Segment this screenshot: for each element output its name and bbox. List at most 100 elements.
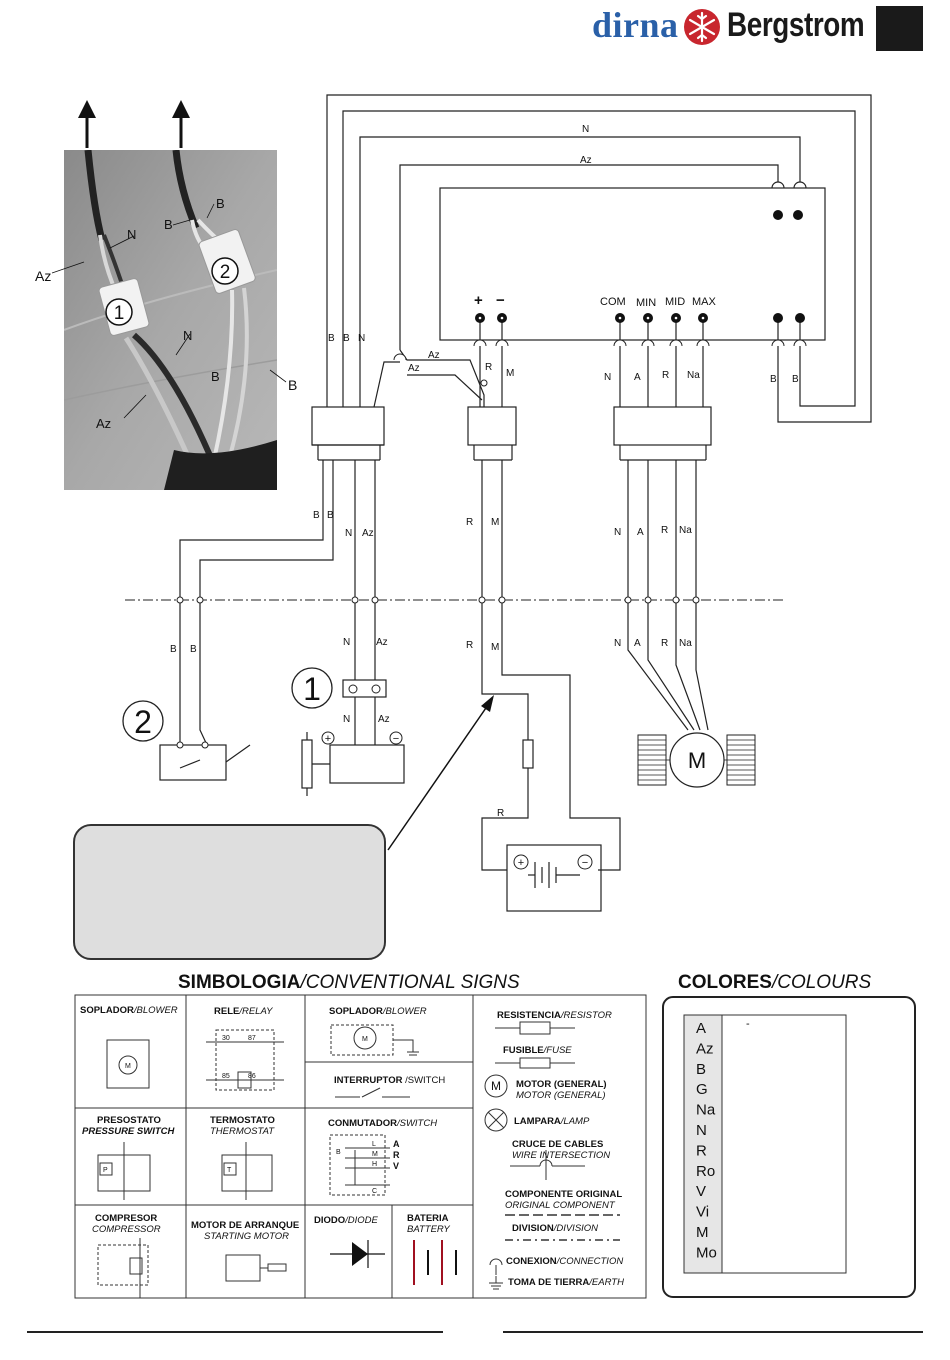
- lower-label-b2: B: [327, 510, 334, 521]
- below-label-m: M: [491, 642, 499, 653]
- colour-code: M: [696, 1224, 709, 1241]
- photo-label-b-bottom-mid: B: [211, 369, 220, 384]
- tierra-label-en: /EARTH: [588, 1277, 624, 1288]
- svg-text:RESISTENCIA/RESISTOR: RESISTENCIA/RESISTOR: [497, 1010, 612, 1021]
- motor-general-m: M: [491, 1079, 501, 1093]
- diodo-label-es: DIODO: [314, 1215, 345, 1226]
- presostato-p: P: [103, 1167, 108, 1174]
- diodo-label-en: /DIODE: [344, 1215, 378, 1226]
- brand-dirna: dirna: [592, 5, 679, 45]
- presostato-label-en: PRESSURE SWITCH: [82, 1126, 176, 1137]
- conmutador-h: H: [372, 1161, 377, 1168]
- wire-label-n: N: [358, 333, 365, 344]
- blower1-m: M: [125, 1063, 131, 1070]
- page-corner-marker: [876, 6, 923, 51]
- compresor-label-es: COMPRESOR: [95, 1213, 157, 1224]
- svg-text:TOMA DE TIERRA/EARTH: TOMA DE TIERRA/EARTH: [508, 1277, 624, 1288]
- relay-label-es: RELE: [214, 1006, 239, 1017]
- svg-text:SOPLADOR/BLOWER: SOPLADOR/BLOWER: [329, 1006, 427, 1017]
- compresor-label-en: COMPRESSOR: [92, 1224, 161, 1235]
- svg-text:+: +: [325, 733, 331, 745]
- pointer-arrow-icon: [481, 695, 494, 712]
- colour-code: N: [696, 1122, 707, 1139]
- relay-86: 86: [248, 1073, 256, 1080]
- wire-label-az-top: Az: [580, 155, 592, 166]
- conexion-label-es: CONEXION: [506, 1256, 557, 1267]
- wire-label-n-top: N: [582, 124, 589, 135]
- wire-label-az-cross-2: Az: [408, 363, 420, 374]
- wire-label-b2: B: [343, 333, 350, 344]
- conmutador-m: M: [372, 1151, 378, 1158]
- symbology-title-italic: /CONVENTIONAL SIGNS: [300, 972, 520, 993]
- blower1-label-es: SOPLADOR: [80, 1005, 134, 1016]
- footer-line-right: [503, 1331, 923, 1333]
- wire-label-b1: B: [328, 333, 335, 344]
- cruce-label-es: CRUCE DE CABLES: [512, 1139, 603, 1150]
- photo-label-b-top-right: B: [216, 196, 225, 211]
- footer-line-left: [27, 1331, 443, 1333]
- colours-panel: [662, 996, 916, 1298]
- colours-title-bold: COLORES: [678, 972, 772, 993]
- fusible-label-es: FUSIBLE: [503, 1045, 544, 1056]
- snowflake-icon: [684, 9, 720, 45]
- motor-general-label-en: MOTOR (GENERAL): [516, 1090, 606, 1101]
- termostato-label-es: TERMOSTATO: [210, 1115, 275, 1126]
- colour-code: Az: [696, 1040, 714, 1057]
- below-label-n: N: [343, 637, 350, 648]
- terminal-min-label: MIN: [636, 297, 656, 309]
- colour-code: A: [696, 1020, 706, 1037]
- lower-label-az: Az: [362, 528, 374, 539]
- presostato-label-es: PRESOSTATO: [97, 1115, 161, 1126]
- conmutador-b: B: [336, 1149, 341, 1156]
- svg-text:INTERRUPTOR /SWITCH: INTERRUPTOR /SWITCH: [334, 1075, 445, 1086]
- photo-label-b-top-left: B: [164, 217, 173, 232]
- wire-label-fan-r: R: [662, 370, 669, 381]
- lower-label-fa: A: [637, 527, 644, 538]
- photo-label-az: Az: [35, 268, 51, 284]
- division-label-es: DIVISION: [512, 1223, 554, 1234]
- terminal-minus-label: −: [496, 292, 505, 309]
- motor-arranque-label-en: STARTING MOTOR: [204, 1231, 289, 1242]
- colours-title-italic: /COLOURS: [771, 972, 872, 993]
- symbology-title: SIMBOLOGIA/CONVENTIONAL SIGNS: [178, 972, 520, 994]
- bateria-label-es: BATERIA: [407, 1213, 449, 1224]
- up-arrow-icon: [78, 100, 190, 148]
- blower1-label-en: /BLOWER: [133, 1005, 178, 1016]
- wire-label-fan-n: N: [604, 372, 611, 383]
- photo-connector-2-label: 2: [220, 262, 231, 283]
- blower2-m: M: [362, 1036, 368, 1043]
- svg-text:−: −: [393, 733, 399, 745]
- termostato-t: T: [227, 1167, 232, 1174]
- relay-85: 85: [222, 1073, 230, 1080]
- battery-label-r: R: [497, 808, 504, 819]
- termostato-label-en: THERMOSTAT: [210, 1126, 275, 1137]
- resistencia-label-en: /RESISTOR: [560, 1010, 612, 1021]
- conmutador-a: A: [393, 1139, 400, 1149]
- connector-photo: 1 2 N B B N B Az: [64, 150, 277, 490]
- photo-label-az-bottom: Az: [96, 416, 111, 431]
- componente-label-en: ORIGINAL COMPONENT: [505, 1200, 616, 1211]
- below-label-fr: R: [661, 638, 668, 649]
- relay-30: 30: [222, 1035, 230, 1042]
- lampara-label-es: LAMPARA: [514, 1116, 561, 1127]
- below-label-fn: N: [614, 638, 621, 649]
- lower-label-r: R: [466, 517, 473, 528]
- component-1-number: 1: [303, 671, 321, 707]
- colour-code: G: [696, 1081, 708, 1098]
- interruptor-label-en: /SWITCH: [402, 1075, 445, 1086]
- conmutador-r: R: [393, 1150, 400, 1160]
- lower-label-m: M: [491, 517, 499, 528]
- lower-label-n: N: [345, 528, 352, 539]
- terminal-plus-label: +: [474, 292, 483, 309]
- photo-label-n-top: N: [127, 227, 136, 242]
- motor-general-label-es: MOTOR (GENERAL): [516, 1079, 607, 1090]
- diode-icon: [352, 1242, 368, 1266]
- wire-label-az-cross-1: Az: [428, 350, 440, 361]
- resistencia-label-es: RESISTENCIA: [497, 1010, 561, 1021]
- svg-text:−: −: [582, 857, 588, 869]
- svg-text:RELE/RELAY: RELE/RELAY: [214, 1006, 273, 1017]
- colour-code: B: [696, 1061, 706, 1078]
- wire-label-fan-na: Na: [687, 370, 700, 381]
- component-2-number: 2: [134, 704, 152, 740]
